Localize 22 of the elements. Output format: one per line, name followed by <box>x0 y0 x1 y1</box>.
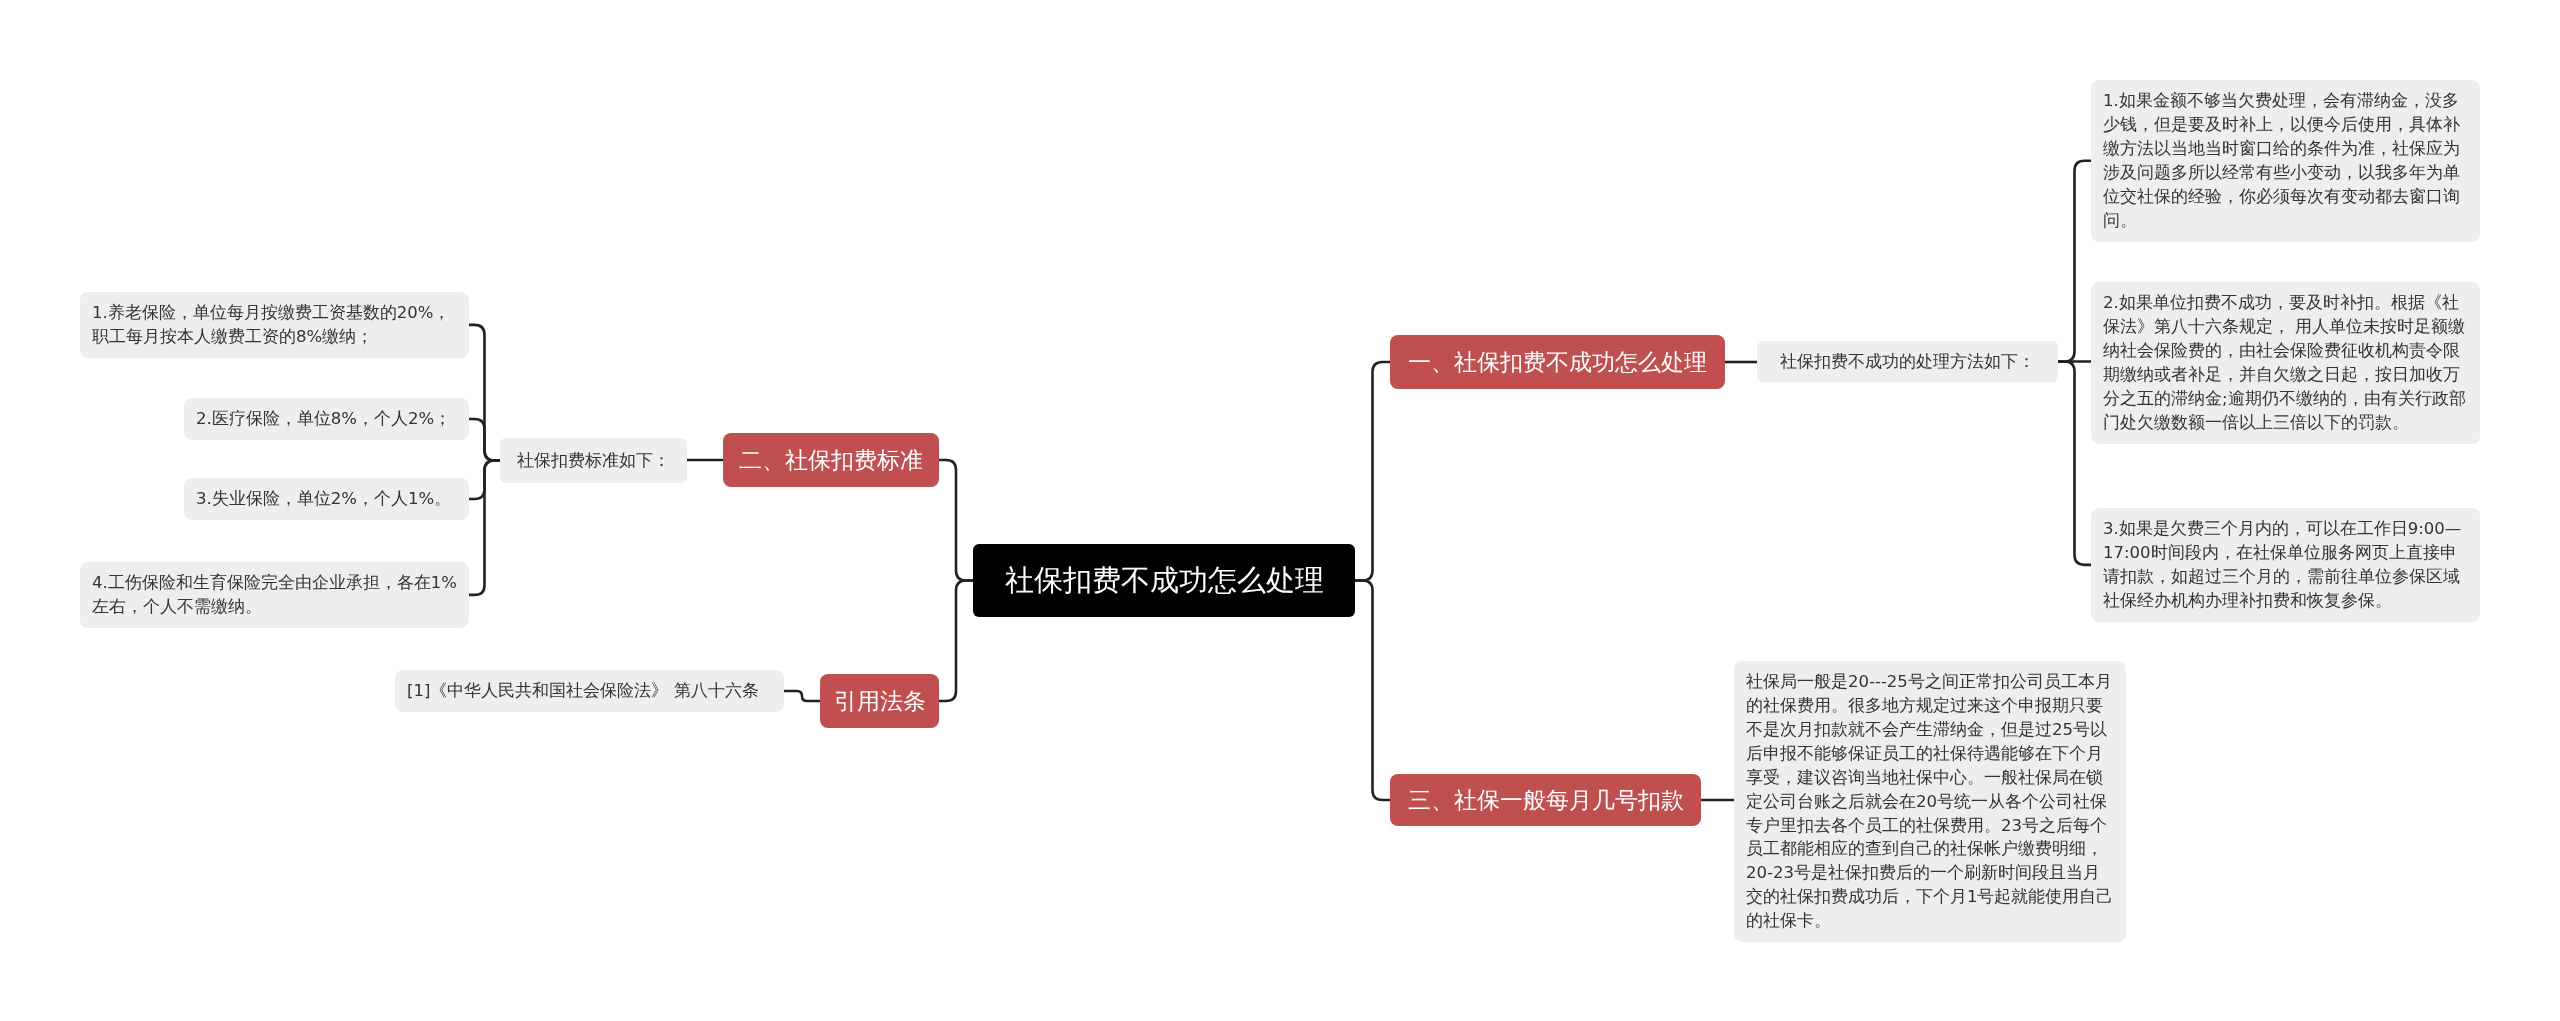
note-box: 社保局一般是20---25号之间正常扣公司员工本月的社保费用。很多地方规定过来这个申报期只要不是次月扣款就不会产生滞纳金，但是过25号以后申报不能够保证员工的社保待遇能够在下个月享受，建议咨询当地社保中心。一般社保局在锁定公司台账之后就会在20号统一从各个公司社保专户里扣去各个员工的社保费用。23号之后每个员工都能相应的查到自己的社保帐户缴费明细，20-23号是社保扣费后的一个刷新时间段且当月交的社保扣费成功后，下个月1号起就能使用自己的社保卡。 <box>1734 661 2126 943</box>
connector-line <box>784 689 820 703</box>
branch-topic: 引用法条 <box>820 674 939 728</box>
branch-topic: 一、社保扣费不成功怎么处理 <box>1390 335 1725 389</box>
note-box: 3.如果是欠费三个月内的，可以在工作日9:00—17:00时间段内，在社保单位服务网页上直接申请扣款，如超过三个月的，需前往单位参保区域社保经办机构办理补扣费和恢复参保。 <box>2091 508 2480 622</box>
branch-topic: 二、社保扣费标准 <box>723 433 939 487</box>
note-box: 4.工伤保险和生育保险完全由企业承担，各在1%左右，个人不需缴纳。 <box>80 562 469 628</box>
connector-line <box>1725 360 1757 364</box>
note-box: 1.如果金额不够当欠费处理，会有滞纳金，没多少钱，但是要及时补上，以便今后使用，具体补缴方法以当地当时窗口给的条件为准，社保应为涉及问题多所以经常有些小变动，以我多年为单位交社保的经验，你必须每次有变动都去窗口询问。 <box>2091 80 2480 242</box>
central-topic: 社保扣费不成功怎么处理 <box>973 544 1355 617</box>
connector-line <box>1355 579 1390 802</box>
connector-line <box>687 458 723 462</box>
connector-line <box>1701 798 1734 802</box>
note-box: [1]《中华人民共和国社会保险法》 第八十六条 <box>395 670 784 712</box>
note-box: 1.养老保险，单位每月按缴费工资基数的20%，职工每月按本人缴费工资的8%缴纳； <box>80 292 469 358</box>
note-box: 3.失业保险，单位2%，个人1%。 <box>184 478 469 520</box>
branch-topic: 三、社保一般每月几号扣款 <box>1390 774 1701 826</box>
subtopic-box: 社保扣费不成功的处理方法如下： <box>1757 341 2058 382</box>
note-box: 2.如果单位扣费不成功，要及时补扣。根据《社保法》第八十六条规定， 用人单位未按时足额缴纳社会保险费的，由社会保险费征收机构责令限期缴纳或者补足，并自欠缴之日起，按日加收万分之五的滞纳金;逾期仍不缴纳的，由有关行政部门处欠缴数额一倍以上三倍以下的罚款。 <box>2091 282 2480 444</box>
subtopic-box: 社保扣费标准如下： <box>500 438 687 483</box>
connector-line <box>2058 360 2091 567</box>
note-box: 2.医疗保险，单位8%，个人2%； <box>184 398 469 440</box>
